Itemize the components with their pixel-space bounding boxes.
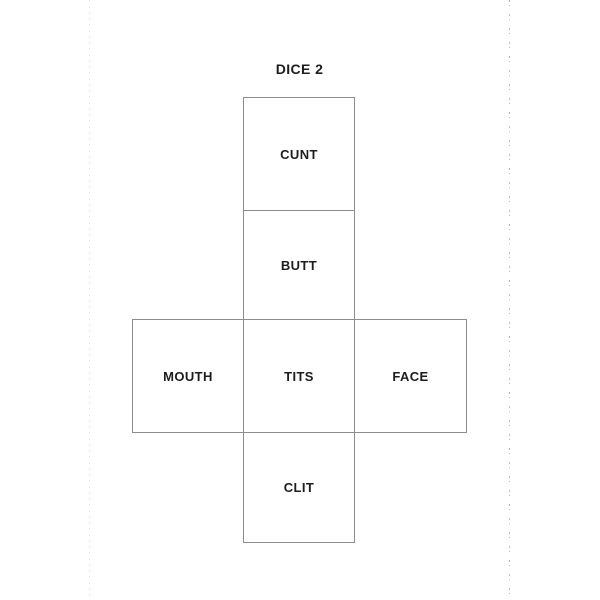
right-perforation-line bbox=[509, 0, 510, 600]
dice-face-upper: BUTT bbox=[243, 210, 355, 320]
dice-face-top: CUNT bbox=[243, 97, 355, 211]
page-title: DICE 2 bbox=[275, 61, 324, 77]
dice-face-label: FACE bbox=[392, 368, 429, 384]
dice-face-label: TITS bbox=[284, 368, 314, 384]
dice-face-label: CLIT bbox=[283, 480, 315, 495]
dice-face-label: MOUTH bbox=[163, 368, 213, 384]
dice-face-bottom: CLIT bbox=[243, 432, 355, 543]
dice-face-center: TITS bbox=[243, 319, 355, 433]
left-fold-guide-line bbox=[89, 0, 90, 600]
dice-face-right: FACE bbox=[354, 319, 467, 433]
dice-face-left: MOUTH bbox=[132, 319, 244, 433]
dice-face-label: BUTT bbox=[280, 257, 318, 273]
dice-face-label: CUNT bbox=[280, 146, 318, 162]
